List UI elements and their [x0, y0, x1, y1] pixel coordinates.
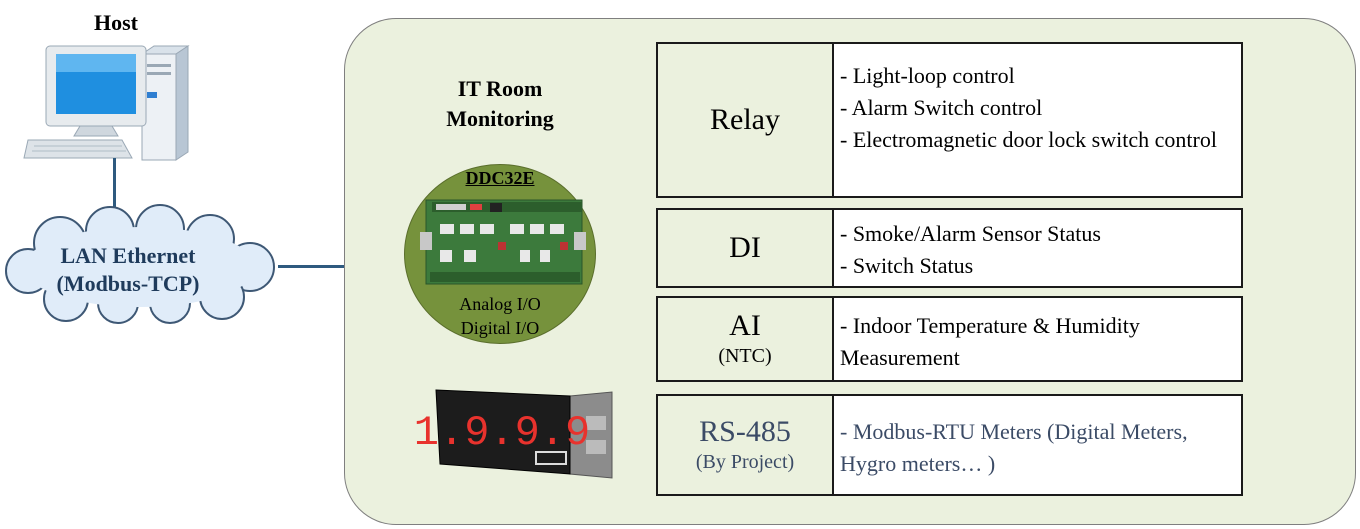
ai-row: AI (NTC) - Indoor Temperature & Humidity…: [656, 296, 1243, 382]
room-title: IT Room Monitoring: [410, 74, 590, 134]
di-item-1: - Smoke/Alarm Sensor Status: [840, 221, 1101, 246]
ai-item-1: - Indoor Temperature & Humidity Measurem…: [840, 313, 1140, 370]
controller-io-line1: Analog I/O: [459, 294, 541, 314]
host-label: Host: [94, 10, 138, 35]
relay-item-2: - Alarm Switch control: [840, 95, 1043, 120]
network-panel-wire: [278, 265, 346, 268]
relay-category-label: Relay: [710, 103, 780, 136]
relay-category: Relay: [658, 44, 834, 196]
lan-cloud-icon: LAN Ethernet (Modbus-TCP): [5, 204, 275, 324]
meter-reading: 1.9.9.9: [414, 409, 590, 457]
lan-label-line2: (Modbus-TCP): [56, 271, 199, 296]
relay-row: Relay - Light-loop control - Alarm Switc…: [656, 42, 1243, 198]
di-description: - Smoke/Alarm Sensor Status - Switch Sta…: [834, 210, 1241, 286]
relay-description: - Light-loop control - Alarm Switch cont…: [834, 44, 1241, 196]
controller-name: DDC32E: [465, 168, 535, 188]
rs485-row: RS-485 (By Project) - Modbus-RTU Meters …: [656, 394, 1243, 496]
desktop-computer-icon: [23, 45, 190, 161]
controller-board-icon: [420, 199, 586, 285]
relay-item-1: - Light-loop control: [840, 63, 1015, 88]
di-row: DI - Smoke/Alarm Sensor Status - Switch …: [656, 208, 1243, 288]
controller-io: Analog I/O Digital I/O: [440, 292, 560, 340]
di-category-label: DI: [729, 231, 761, 264]
digital-meter-icon: 1.9.9.9: [414, 389, 613, 479]
rs485-category: RS-485 (By Project): [658, 396, 834, 494]
relay-item-3: - Electromagnetic door lock switch contr…: [840, 127, 1217, 152]
rs485-item-1: - Modbus-RTU Meters (Digital Meters, Hyg…: [840, 419, 1188, 476]
ai-description: - Indoor Temperature & Humidity Measurem…: [834, 298, 1241, 380]
controller-io-line2: Digital I/O: [460, 318, 540, 338]
ai-category-sub: (NTC): [718, 345, 772, 367]
ai-category: AI (NTC): [658, 298, 834, 380]
di-category: DI: [658, 210, 834, 286]
rs485-category-sub: (By Project): [695, 451, 795, 473]
host-network-wire: [113, 158, 116, 218]
lan-label-line1: LAN Ethernet: [60, 243, 196, 268]
ai-category-label: AI: [729, 309, 761, 342]
di-item-2: - Switch Status: [840, 253, 974, 278]
rs485-category-label: RS-485: [699, 415, 791, 448]
room-title-line2: Monitoring: [446, 106, 554, 131]
room-title-line1: IT Room: [457, 76, 543, 101]
rs485-description: - Modbus-RTU Meters (Digital Meters, Hyg…: [834, 396, 1241, 494]
